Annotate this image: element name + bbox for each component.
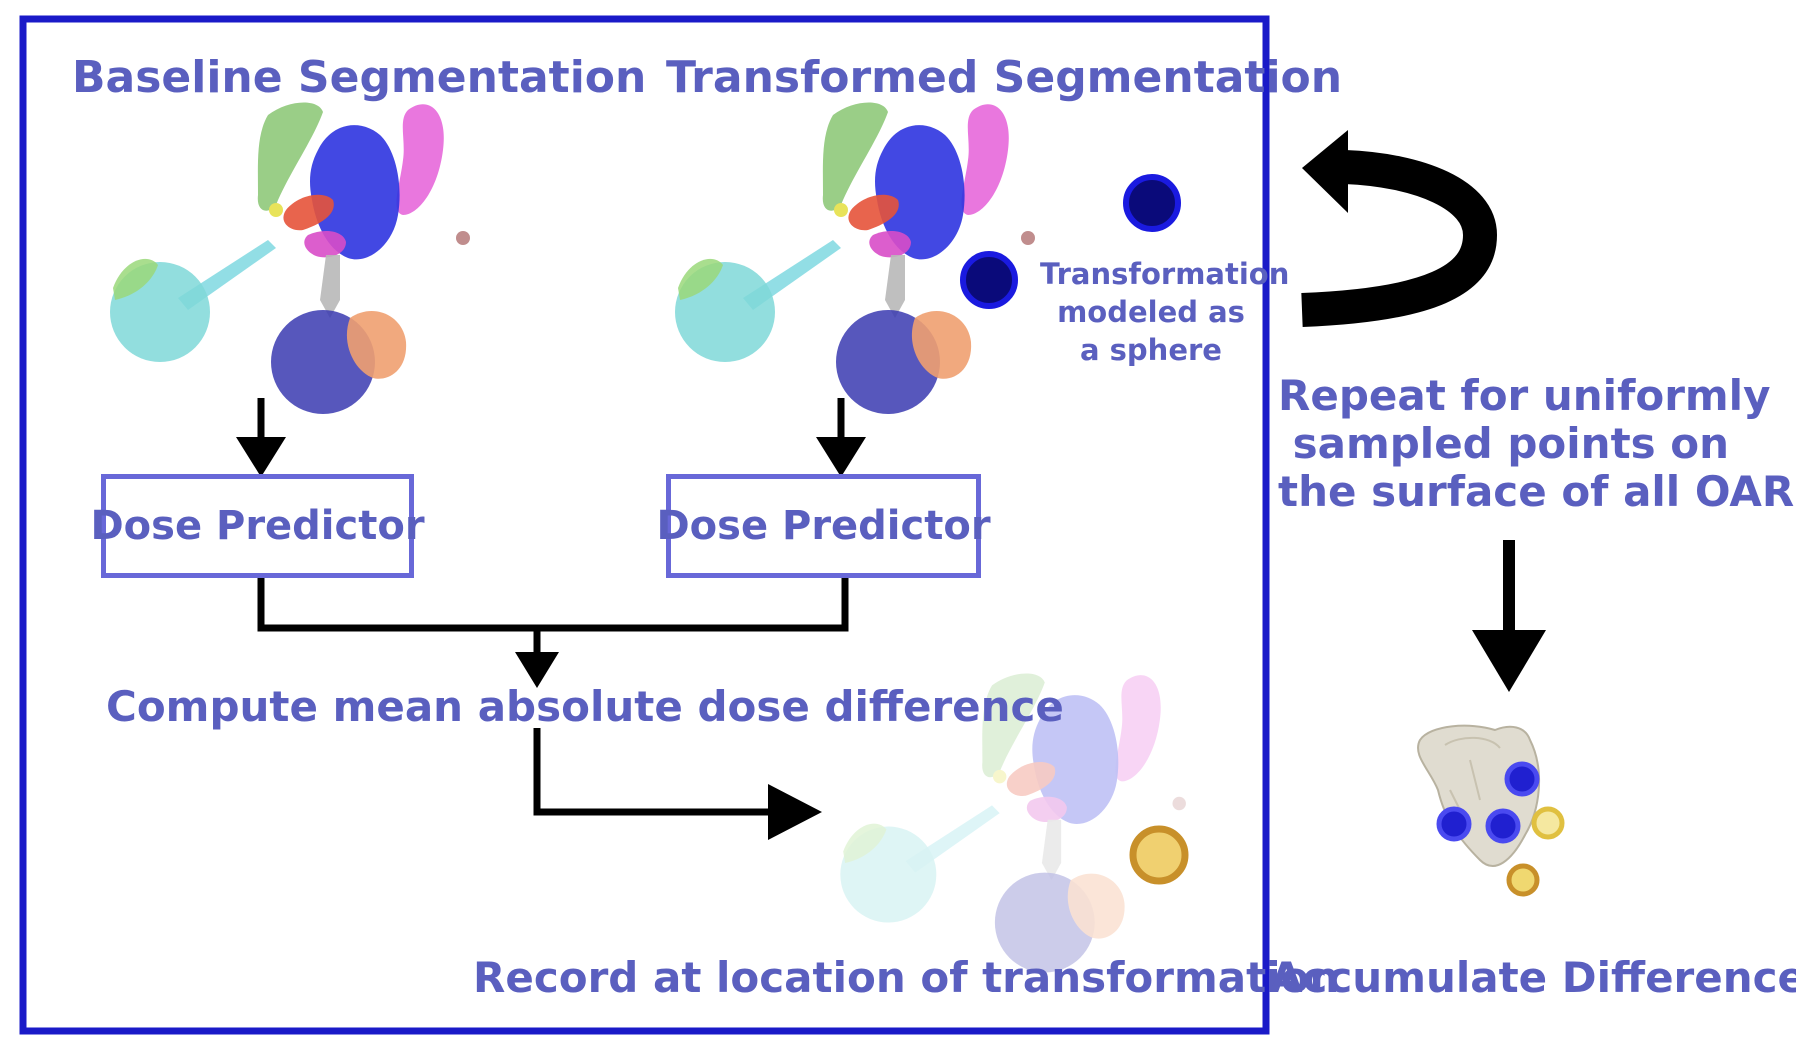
transform-sphere-floating [1123, 174, 1181, 232]
transform-sphere [960, 251, 1018, 309]
accumulated-point-gold [1506, 863, 1540, 897]
recorded-sphere [1129, 825, 1189, 885]
dose-predictor-box-right: Dose Predictor [656, 474, 991, 578]
transformation-note-line1: Transformation [1040, 257, 1290, 291]
transformation-note: Transformation modeled as a sphere [1040, 255, 1290, 369]
repeat-curved-arrow [1301, 150, 1498, 327]
accumulated-point-gold [1531, 806, 1565, 840]
transformation-note-line2: modeled as [1057, 295, 1245, 329]
dose-predictor-box-left: Dose Predictor [90, 474, 425, 578]
accumulated-point-blue [1504, 761, 1540, 797]
arrow-down-accumulate [1472, 630, 1546, 692]
panel-border [19, 15, 1270, 1035]
accumulated-point-blue [1436, 806, 1472, 842]
transformation-note-line3: a sphere [1080, 333, 1222, 367]
dose-predictor-label-left: Dose Predictor [90, 503, 425, 549]
accumulated-point-blue [1485, 808, 1521, 844]
baseline-segmentation-title: Baseline Segmentation [72, 52, 647, 103]
repeat-label: Repeat for uniformly sampled points on t… [1278, 371, 1796, 516]
elbow-connector [533, 728, 772, 816]
transformed-segmentation-title: Transformed Segmentation [666, 52, 1343, 103]
arrow-down-left [236, 437, 286, 477]
arrow-down-merge [515, 652, 559, 688]
record-label: Record at location of transformation [473, 953, 1340, 1002]
accumulate-label: Accumulate Differences [1270, 953, 1796, 1002]
compute-label: Compute mean absolute dose difference [106, 682, 1064, 731]
arrow-right-record [768, 784, 822, 840]
arrow-down-right [816, 437, 866, 477]
dose-predictor-label-right: Dose Predictor [656, 503, 991, 549]
merge-connector [257, 574, 849, 632]
accumulated-organ-illustration [1417, 724, 1565, 897]
baseline-anatomy-illustration [110, 102, 470, 414]
